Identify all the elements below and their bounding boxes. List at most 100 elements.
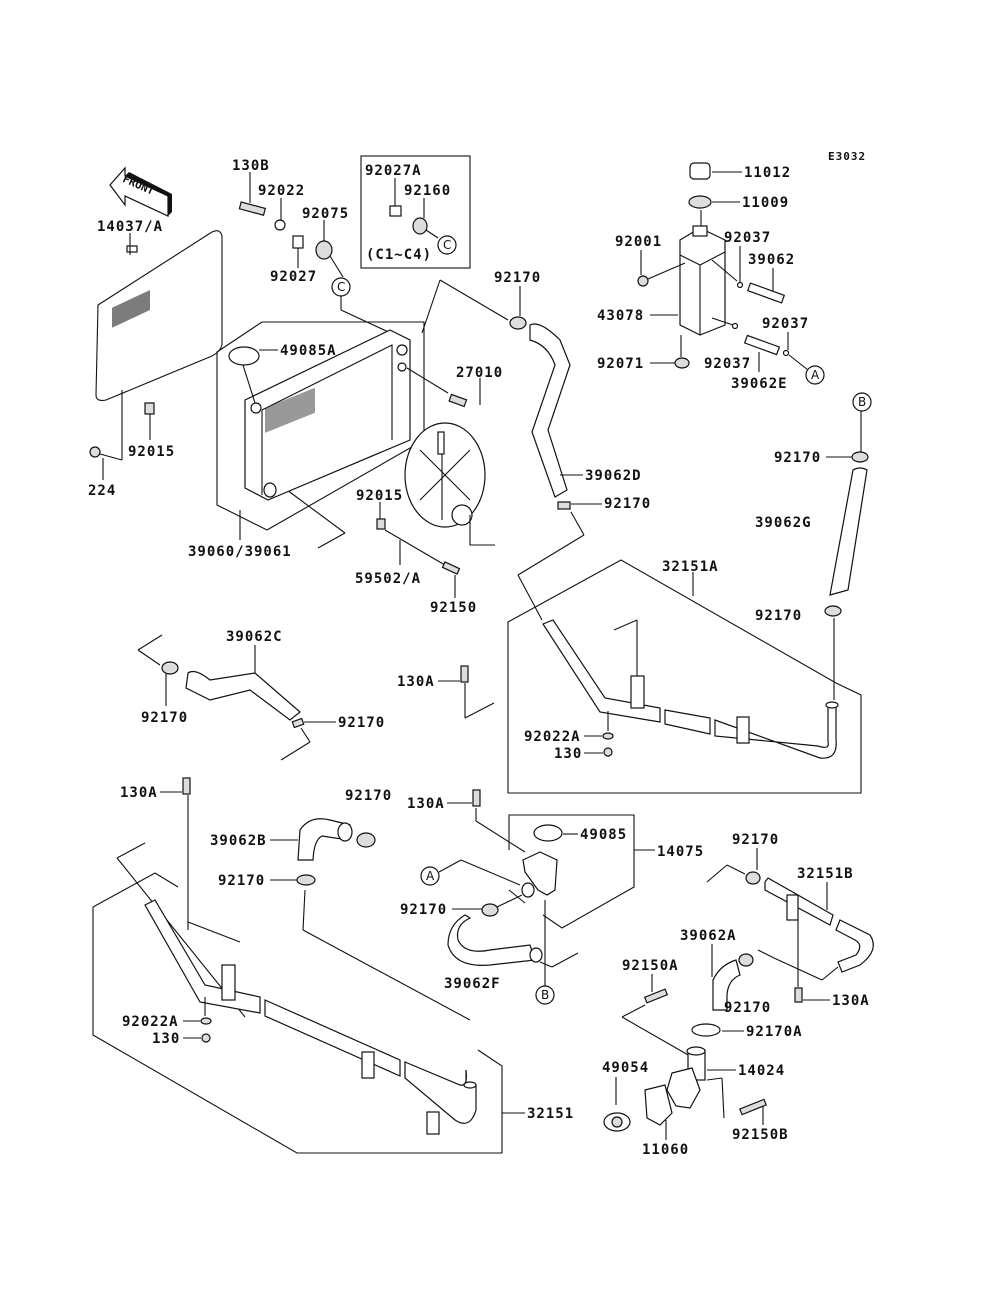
part-label-43078: 43078 <box>597 308 644 324</box>
ref-b-text-right: B <box>858 395 866 409</box>
ref-b-circle-bottom <box>535 985 555 1005</box>
part-label-92170-g-top: 92170 <box>774 450 821 466</box>
part-label-39062D: 39062D <box>585 468 642 484</box>
part-label-92037-bottom: 92037 <box>704 356 751 372</box>
front-arrow-icon: FRONT <box>109 166 172 217</box>
cap-92071 <box>674 357 690 369</box>
diagram-code: E3032 <box>828 150 866 163</box>
part-label-11012: 11012 <box>744 165 791 181</box>
part-label-39062E: 39062E <box>731 376 788 392</box>
part-label-92022A-bottom: 92022A <box>122 1014 179 1030</box>
part-label-92170-k: 92170 <box>724 1000 771 1016</box>
part-label-92150: 92150 <box>430 600 477 616</box>
part-label-92150A: 92150A <box>622 958 679 974</box>
pipe-group-32151A <box>507 559 862 794</box>
ref-a-text-top: A <box>811 368 820 382</box>
part-label-92170-j: 92170 <box>732 832 779 848</box>
part-label-49054: 49054 <box>602 1060 649 1076</box>
part-label-14024: 14024 <box>738 1063 785 1079</box>
washer-92022 <box>274 219 286 231</box>
part-label-130-bottom: 130 <box>152 1031 180 1047</box>
clamp-92170-g-bottom <box>824 605 842 617</box>
bolt-130A-right <box>794 987 803 1003</box>
part-label-130A-center: 130A <box>407 796 445 812</box>
part-label-92022: 92022 <box>258 183 305 199</box>
part-label-130B: 130B <box>232 158 270 174</box>
part-label-39062C: 39062C <box>226 629 283 645</box>
hose-39062E <box>743 334 781 356</box>
part-label-39062A: 39062A <box>680 928 737 944</box>
part-label-39062G: 39062G <box>755 515 812 531</box>
ref-a-text-bottom: A <box>426 869 435 883</box>
clip-92015-fan <box>376 518 386 530</box>
ref-b-text-bottom: B <box>541 988 549 1002</box>
part-label-224: 224 <box>88 483 116 499</box>
part-label-92071: 92071 <box>597 356 644 372</box>
part-label-92170-top: 92170 <box>494 270 541 286</box>
gasket-11060 <box>644 1084 673 1126</box>
bolt-92150A <box>643 988 669 1004</box>
part-label-130A-mid: 130A <box>397 674 435 690</box>
clamp-92170-c-right <box>291 717 305 729</box>
part-label-32151: 32151 <box>527 1106 574 1122</box>
bolt-130A-mid <box>460 665 469 683</box>
part-label-49085: 49085 <box>580 827 627 843</box>
reservoir-cap-11012 <box>689 162 711 180</box>
clip-92015 <box>144 402 155 415</box>
clamp-92170-g-top <box>851 451 869 463</box>
bolt-92150 <box>441 561 461 575</box>
part-label-92160: 92160 <box>404 183 451 199</box>
part-label-32151B: 32151B <box>797 866 854 882</box>
water-outlet-14024 <box>666 1046 706 1109</box>
bolt-130A-center <box>472 789 481 807</box>
bolt-224 <box>89 446 101 458</box>
part-label-14075: 14075 <box>657 844 704 860</box>
hose-39062A <box>712 959 741 1011</box>
part-label-92027: 92027 <box>270 269 317 285</box>
bolt-130-bottom <box>201 1033 211 1043</box>
clamp-92170-top <box>509 316 527 330</box>
pipe-group-32151 <box>92 872 503 1154</box>
fan-switch-27010 <box>448 393 468 408</box>
part-label-92027A: 92027A <box>365 163 422 179</box>
part-label-92170-b-bottom: 92170 <box>218 873 265 889</box>
part-label-92037-top: 92037 <box>724 230 771 246</box>
part-label-39062B: 39062B <box>210 833 267 849</box>
reservoir-tank-43078 <box>679 227 726 336</box>
clamp-92170-c-left <box>161 661 179 675</box>
pipe-32151 <box>144 899 477 1135</box>
part-label-14037A: 14037/A <box>97 219 163 235</box>
ref-a-circle-top <box>805 365 825 385</box>
part-label-130A-left: 130A <box>120 785 158 801</box>
part-label-92015-fan: 92015 <box>356 488 403 504</box>
part-label-92037-right: 92037 <box>762 316 809 332</box>
part-label-27010: 27010 <box>456 365 503 381</box>
part-label-39060-39061: 39060/39061 <box>188 544 292 560</box>
hose-39062F <box>447 914 536 966</box>
part-label-92022A-top: 92022A <box>524 729 581 745</box>
clamp-92170-f <box>481 903 499 917</box>
clamp-92170-k <box>738 953 754 967</box>
c-range-label: (C1~C4) <box>366 247 432 263</box>
radiator <box>244 329 411 501</box>
part-label-11009: 11009 <box>742 195 789 211</box>
part-label-92170-g-bottom: 92170 <box>755 608 802 624</box>
clamp-92170-b-bottom <box>296 874 316 886</box>
cooling-fan <box>404 422 495 546</box>
bolt-130-top <box>603 747 613 757</box>
detail-box-c <box>360 155 471 269</box>
part-label-11060: 11060 <box>642 1142 689 1158</box>
part-label-92170A: 92170A <box>746 1024 803 1040</box>
ref-c-text-box: C <box>443 238 451 252</box>
part-label-92170-b-top: 92170 <box>345 788 392 804</box>
part-label-130-top: 130 <box>554 746 582 762</box>
bolt-130A-left <box>182 777 191 795</box>
bolt-92150B <box>739 1098 767 1116</box>
clamp-92170-d <box>557 501 571 510</box>
part-label-49085A: 49085A <box>280 343 337 359</box>
clamp-92170A <box>691 1023 721 1037</box>
bolt-92001 <box>637 275 649 287</box>
part-label-92170-d: 92170 <box>604 496 651 512</box>
ref-b-circle-right <box>852 392 872 412</box>
